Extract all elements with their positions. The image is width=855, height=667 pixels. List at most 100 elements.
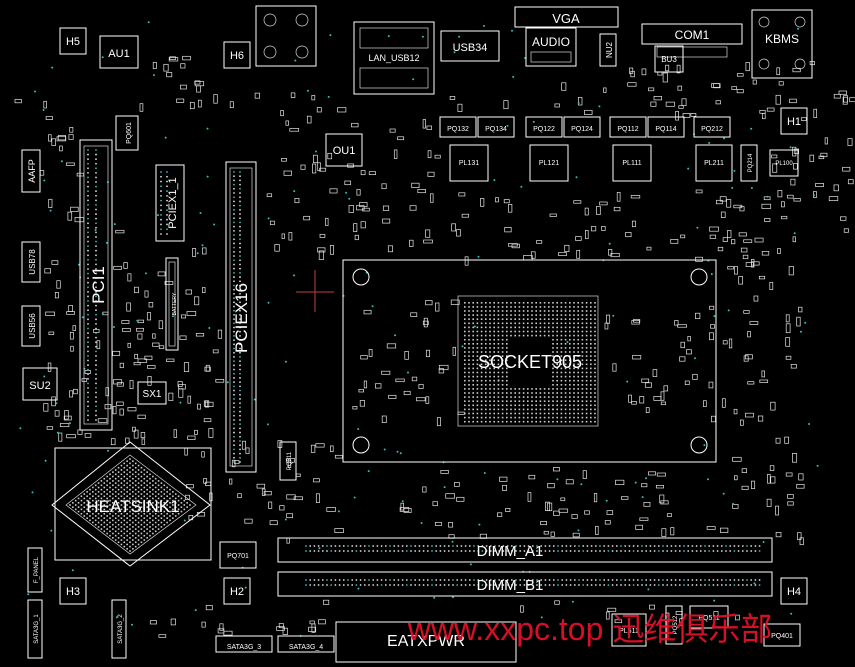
socket-pin: [522, 302, 525, 304]
dimm-pin: [506, 545, 509, 547]
sata3g-2-connector[interactable]: SATA3G_2: [111, 599, 127, 659]
au1-chip[interactable]: AU1: [99, 35, 139, 69]
smd-part: [738, 276, 743, 285]
smd-part: [411, 376, 418, 382]
slot-pin: [233, 255, 235, 257]
socket-pin: [472, 388, 474, 390]
slot-pin: [239, 221, 241, 224]
dimm-pin: [628, 584, 631, 586]
smd-part: [584, 207, 589, 216]
pciex16-slot[interactable]: PCIEX16: [225, 161, 257, 473]
usb78-header[interactable]: USB78: [21, 241, 41, 283]
dimm-pin: [725, 545, 727, 547]
usb34-connector[interactable]: USB34: [440, 30, 500, 62]
ou1-chip[interactable]: OU1: [325, 133, 363, 167]
slot-pin: [233, 431, 235, 434]
chipset-ball: [149, 517, 151, 519]
sata3g-4-connector[interactable]: SATA3G_4: [277, 635, 335, 653]
usb56-header[interactable]: USB56: [21, 305, 41, 347]
socket-pin: [514, 306, 516, 308]
dimm-pin: [674, 545, 677, 547]
sata3g-3-connector[interactable]: SATA3G_3: [215, 635, 273, 653]
sata3g-1-connector[interactable]: SATA3G_1: [27, 599, 43, 659]
test-pad: [451, 540, 454, 543]
smd-part: [564, 244, 570, 252]
socket-pin: [506, 367, 508, 370]
smd-part: [775, 437, 781, 444]
chipset-ball: [117, 515, 120, 517]
chipset-ball: [134, 510, 137, 513]
chipset-ball: [106, 519, 108, 522]
chipset-ball: [112, 528, 114, 530]
socket-pin: [518, 392, 521, 394]
bu3-chip[interactable]: BU3: [654, 45, 684, 73]
smd-part: [584, 109, 593, 115]
pciex1-1-slot[interactable]: PCIEX1_1: [155, 164, 185, 242]
slot-pin: [95, 322, 97, 325]
dimm-a1-slot[interactable]: DIMM_A1: [277, 537, 773, 563]
slot-pin: [95, 313, 97, 316]
pci1-slot[interactable]: PCI1: [79, 139, 113, 431]
dimm-pin: [523, 579, 526, 581]
sx1-chip[interactable]: SX1: [137, 381, 167, 405]
socket-pin: [497, 416, 500, 419]
chipset-ball: [146, 484, 148, 487]
slot-pin: [87, 300, 89, 302]
lan-usb12-connector[interactable]: LAN_USB12: [353, 21, 435, 95]
f-panel-header[interactable]: F_PANEL: [27, 547, 43, 593]
slot-pin: [160, 223, 162, 226]
heatsink1[interactable]: HEATSINK1: [51, 441, 212, 567]
dimm-pin: [741, 584, 744, 586]
smd-part: [715, 100, 721, 105]
dimm-pin: [573, 579, 576, 581]
test-pad: [412, 78, 415, 81]
smd-part: [66, 434, 76, 439]
sata3g-2-label: SATA3G_2: [118, 614, 124, 644]
kbms-connector[interactable]: KBMS: [751, 9, 813, 79]
socket-pin: [564, 347, 567, 349]
chipset-ball: [172, 499, 174, 502]
au1-label: AU1: [108, 48, 129, 60]
socket-pin: [548, 392, 550, 394]
socket-pin: [510, 396, 512, 398]
dimm-pin: [678, 579, 681, 581]
chipset-ball: [117, 497, 120, 500]
aafp-header[interactable]: AAFP: [21, 149, 41, 193]
audio-connector[interactable]: AUDIO: [525, 27, 577, 67]
sata3g-1-label: SATA3G_1: [34, 614, 40, 644]
socket-pin: [556, 355, 558, 357]
chipset-ball: [129, 506, 131, 508]
vga-connector[interactable]: VGA: [514, 6, 619, 28]
socket-pin: [510, 388, 512, 390]
dimm-pin: [565, 579, 568, 581]
smd-part: [426, 125, 432, 130]
dimm-pin: [397, 584, 400, 586]
socket-pin: [472, 384, 474, 386]
slot-pin: [95, 240, 97, 243]
nu2-chip[interactable]: NU2: [599, 33, 617, 67]
dimm-pin: [750, 550, 753, 552]
su2-chip[interactable]: SU2: [22, 367, 58, 401]
slot-pin: [160, 204, 162, 207]
com1-connector[interactable]: COM1: [641, 23, 743, 58]
socket-pin: [594, 400, 596, 402]
pciex16-pins: [233, 171, 241, 463]
chipset-ball: [120, 495, 123, 498]
smd-part: [416, 397, 426, 402]
socket-pin: [506, 384, 508, 386]
dimm-pin: [683, 545, 685, 547]
slot-pin: [87, 236, 89, 238]
chipset-ball: [72, 506, 74, 508]
smd-part: [58, 432, 63, 442]
socket-pin: [548, 306, 550, 308]
eatxpwr-connector[interactable]: EATXPWR: [335, 621, 517, 663]
socket-pin: [514, 310, 516, 312]
h5-label: H5: [66, 36, 80, 48]
smd-part: [409, 239, 414, 247]
dimm-pin: [481, 579, 484, 581]
test-pad: [293, 274, 295, 277]
cpu-socket[interactable]: SOCKET905: [342, 259, 717, 463]
socket-pin: [569, 347, 571, 349]
ou1-label: OU1: [333, 145, 356, 157]
dimm-b1-slot[interactable]: DIMM_B1: [277, 571, 773, 597]
